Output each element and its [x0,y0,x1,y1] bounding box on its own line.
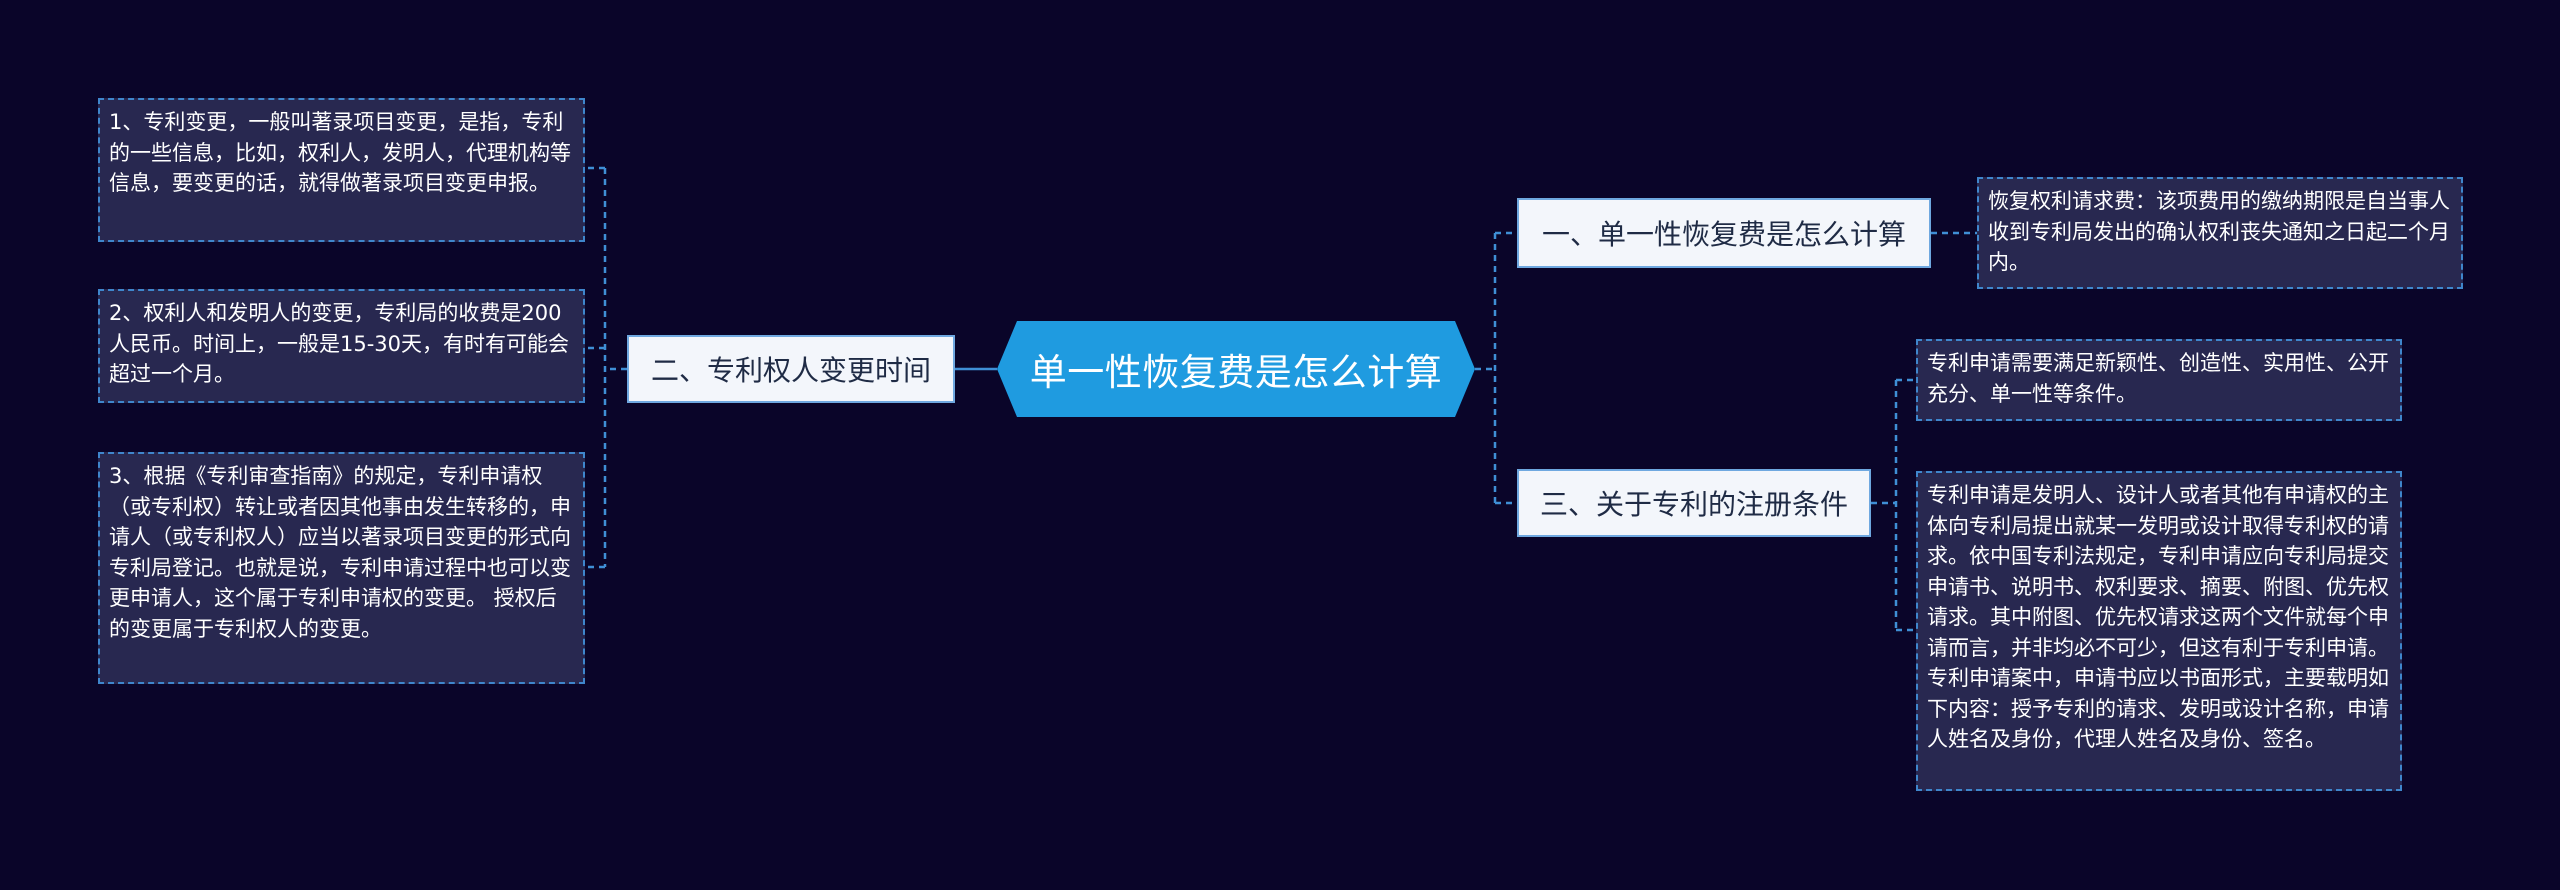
leaf-application-requirements[interactable]: 专利申请需要满足新颖性、创造性、实用性、公开充分、单一性等条件。 [1916,339,2402,421]
leaf-application-documents[interactable]: 专利申请是发明人、设计人或者其他有申请权的主体向专利局提出就某一发明或设计取得专… [1916,471,2402,791]
branch-patent-registration-conditions[interactable]: 三、关于专利的注册条件 [1517,469,1871,537]
leaf-change-fee-and-time[interactable]: 2、权利人和发明人的变更，专利局的收费是200人民币。时间上，一般是15-30天… [98,289,585,403]
branch-label: 二、专利权人变更时间 [650,354,931,387]
leaf-text: 1、专利变更，一般叫著录项目变更，是指，专利的一些信息，比如，权利人，发明人，代… [109,110,571,195]
leaf-patent-change-definition[interactable]: 1、专利变更，一般叫著录项目变更，是指，专利的一些信息，比如，权利人，发明人，代… [98,98,585,242]
leaf-examination-guide-rule[interactable]: 3、根据《专利审查指南》的规定，专利申请权（或专利权）转让或者因其他事由发生转移… [98,452,585,684]
branch-label: 一、单一性恢复费是怎么计算 [1541,218,1906,251]
leaf-text: 专利申请需要满足新颖性、创造性、实用性、公开充分、单一性等条件。 [1927,351,2389,406]
leaf-text: 恢复权利请求费：该项费用的缴纳期限是自当事人收到专利局发出的确认权利丧失通知之日… [1988,189,2450,274]
central-topic-label: 单一性恢复费是怎么计算 [1029,351,1443,394]
branch-label: 三、关于专利的注册条件 [1539,488,1848,521]
leaf-text: 2、权利人和发明人的变更，专利局的收费是200人民币。时间上，一般是15-30天… [109,301,570,386]
branch-patent-holder-change-time[interactable]: 二、专利权人变更时间 [627,335,955,403]
leaf-text: 专利申请是发明人、设计人或者其他有申请权的主体向专利局提出就某一发明或设计取得专… [1927,483,2389,751]
leaf-text: 3、根据《专利审查指南》的规定，专利申请权（或专利权）转让或者因其他事由发生转移… [109,464,571,641]
leaf-restoration-request-fee[interactable]: 恢复权利请求费：该项费用的缴纳期限是自当事人收到专利局发出的确认权利丧失通知之日… [1977,177,2463,289]
central-topic[interactable]: 单一性恢复费是怎么计算 [997,321,1475,417]
branch-unity-restoration-fee[interactable]: 一、单一性恢复费是怎么计算 [1517,198,1931,268]
